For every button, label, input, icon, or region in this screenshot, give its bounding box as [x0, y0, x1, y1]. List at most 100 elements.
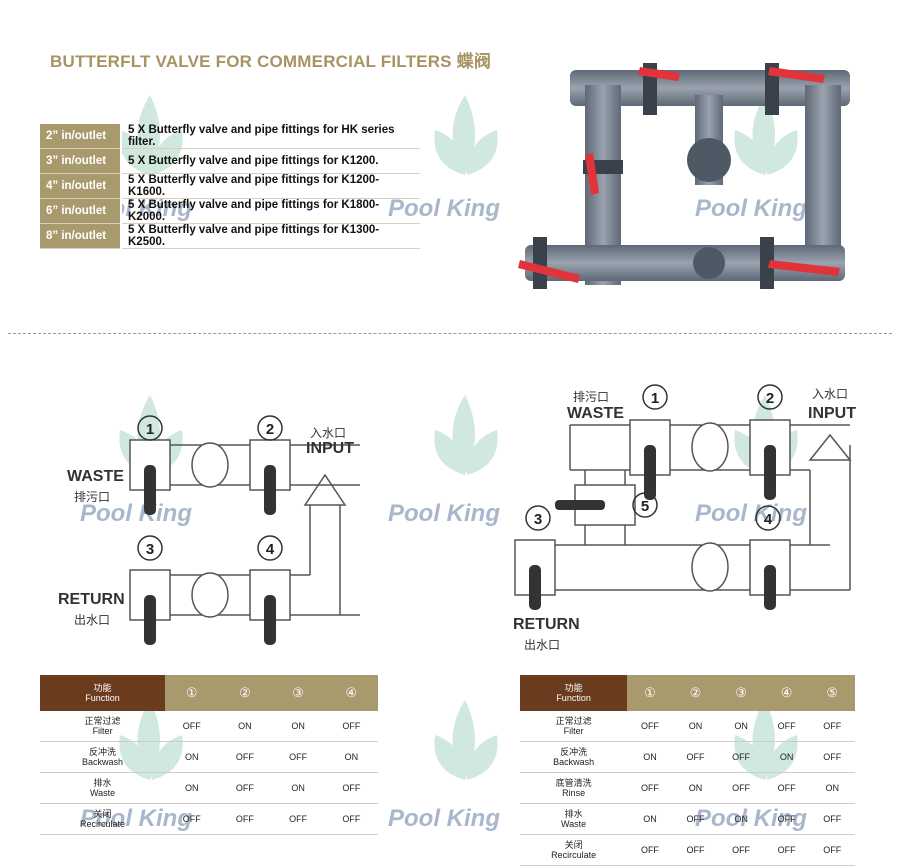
valve-state: ON	[718, 803, 764, 835]
valve-state: OFF	[627, 834, 673, 866]
valve-state: OFF	[763, 772, 810, 804]
valve-state: ON	[627, 803, 673, 835]
mode-label-cn: 正常过滤	[555, 716, 592, 726]
spec-row: 4” in/outlet 5 X Butterfly valve and pip…	[40, 173, 420, 199]
spec-description: 5 X Butterfly valve and pipe fittings fo…	[121, 148, 420, 174]
spec-description: 5 X Butterfly valve and pipe fittings fo…	[121, 173, 420, 199]
valve-state: OFF	[672, 741, 719, 773]
valve-number: 4	[764, 511, 773, 528]
valve-number: 5	[641, 498, 649, 515]
spec-size: 6” in/outlet	[40, 198, 122, 224]
function-header-cn: 功能	[93, 683, 112, 693]
valve-state: OFF	[763, 711, 810, 742]
valve-column-header: ⑤	[809, 675, 855, 711]
valve-column-header: ①	[165, 675, 219, 711]
watermark-text: Pool King	[388, 500, 500, 527]
mode-label-en: Recirculate	[80, 819, 126, 829]
valve-state: OFF	[672, 834, 719, 866]
spec-row: 8” in/outlet 5 X Butterfly valve and pip…	[40, 223, 420, 249]
spec-description: 5 X Butterfly valve and pipe fittings fo…	[121, 198, 420, 224]
valve-state: ON	[165, 741, 219, 773]
spec-row: 3” in/outlet 5 X Butterfly valve and pip…	[40, 148, 420, 174]
mode-label-en: Recirculate	[551, 850, 597, 860]
mode-label-cn: 底管清洗	[555, 778, 592, 788]
input-label: INPUT	[306, 440, 354, 457]
valve-number: 2	[766, 390, 774, 407]
mode-label-en: Backwash	[553, 757, 595, 767]
valve-state: OFF	[718, 741, 764, 773]
input-label: INPUT	[808, 405, 856, 422]
valve-column-header: ①	[627, 675, 673, 711]
input-label-cn: 入水口	[310, 426, 347, 440]
valve-number: 1	[651, 390, 659, 407]
valve-column-header: ③	[271, 675, 325, 711]
valve-state: OFF	[763, 803, 810, 835]
mode-label-cn: 反冲洗	[89, 747, 117, 757]
valve-state: OFF	[809, 803, 855, 835]
valve-number: 4	[266, 541, 275, 558]
valve-state: OFF	[672, 803, 719, 835]
waste-label: WASTE	[67, 468, 124, 485]
waste-label: WASTE	[567, 405, 624, 422]
valve-state: OFF	[809, 834, 855, 866]
valve-state: OFF	[271, 741, 325, 773]
valve-number: 3	[534, 511, 542, 528]
watermark-text: Pool King	[695, 195, 807, 222]
valve-state: ON	[718, 711, 764, 742]
valve-state: OFF	[627, 772, 673, 804]
valve-number: 2	[266, 421, 274, 438]
valve-state: OFF	[718, 772, 764, 804]
spec-description: 5 X Butterfly valve and pipe fittings fo…	[121, 124, 420, 149]
section-divider	[8, 333, 892, 334]
valve-column-header: ②	[218, 675, 272, 711]
spec-row: 2” in/outlet 5 X Butterfly valve and pip…	[40, 124, 420, 149]
valve-state: ON	[809, 772, 855, 804]
spec-row: 6” in/outlet 5 X Butterfly valve and pip…	[40, 198, 420, 224]
valve-state: OFF	[324, 711, 378, 742]
valve-column-header: ④	[324, 675, 378, 711]
valve-state: ON	[324, 741, 378, 773]
mode-label-cn: 关闭	[93, 809, 112, 819]
mode-label-en: Waste	[89, 788, 116, 798]
spec-description: 5 X Butterfly valve and pipe fittings fo…	[121, 223, 420, 249]
valve-state: OFF	[718, 834, 764, 866]
page-title: BUTTERFLT VALVE FOR COMMERCIAL FILTERS 蝶…	[50, 52, 492, 71]
watermark-text: Pool King	[388, 805, 500, 832]
valve-state: OFF	[809, 711, 855, 742]
return-label-cn: 出水口	[74, 613, 111, 627]
mode-label-en: Waste	[560, 819, 587, 829]
waste-label-cn: 排污口	[74, 490, 111, 504]
waste-label-cn: 排污口	[573, 390, 610, 404]
valve-state: OFF	[271, 803, 325, 835]
spec-size: 8” in/outlet	[40, 223, 122, 249]
return-label-cn: 出水口	[524, 638, 561, 652]
valve-state: OFF	[324, 772, 378, 804]
mode-label-cn: 正常过滤	[84, 716, 121, 726]
valve-state: OFF	[218, 741, 272, 773]
valve-state: OFF	[218, 772, 272, 804]
mode-label-en: Rinse	[562, 788, 586, 798]
valve-state: OFF	[218, 803, 272, 835]
valve-state: ON	[218, 711, 272, 742]
function-header-cn: 功能	[564, 683, 583, 693]
function-header-en: Function	[85, 693, 120, 703]
valve-state: OFF	[809, 741, 855, 773]
valve-number: 1	[146, 421, 154, 438]
mode-label-en: Filter	[92, 726, 113, 736]
valve-diagram-5: 1 2 3 4 5	[514, 384, 852, 610]
